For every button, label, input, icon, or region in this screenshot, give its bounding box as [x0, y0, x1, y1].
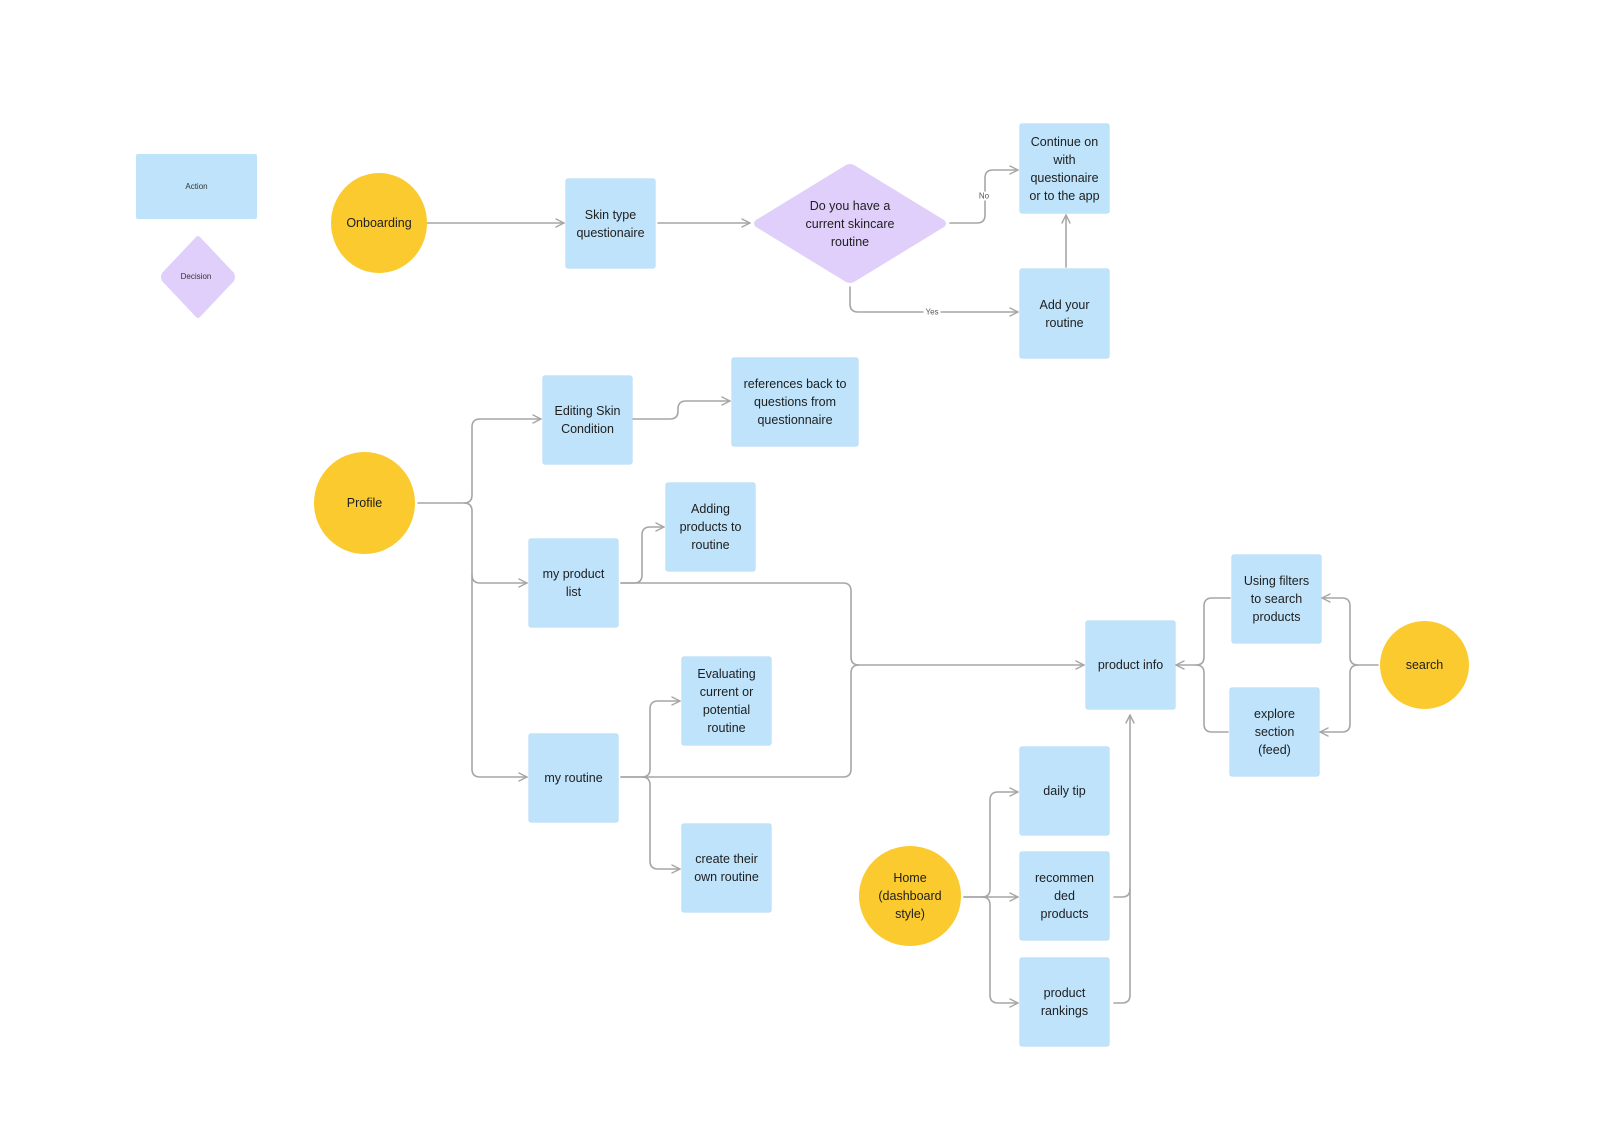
legend-decision-label: Decision [180, 272, 212, 281]
edge-label-yes: Yes [923, 307, 941, 317]
edge-rankings-info [1113, 888, 1131, 1004]
my-product-list-label: my product list [542, 567, 605, 599]
explore-label: explore section (feed) [1254, 707, 1295, 757]
recommended-label: recommen ded products [1034, 871, 1095, 921]
my-routine-label: my routine [544, 771, 603, 785]
continue-questionaire-node[interactable]: Continue on with questionaire or to the … [1020, 124, 1109, 213]
create-routine-label: create their own routine [694, 852, 759, 884]
legend-action-label: Action [185, 181, 208, 191]
home-label: Home (dashboard style) [878, 871, 942, 921]
daily-tip-label: daily tip [1043, 784, 1086, 798]
evaluating-routine-node[interactable]: Evaluating current or potential routine [682, 657, 771, 745]
edge-product-list-adding [620, 522, 665, 584]
skin-type-questionaire-node[interactable]: Skin type questionaire [566, 179, 655, 268]
search-node[interactable]: search [1380, 621, 1469, 709]
edge-explore-info [1195, 664, 1229, 733]
create-routine-node[interactable]: create their own routine [682, 824, 771, 912]
using-filters-label: Using filters to search products [1243, 574, 1310, 624]
edge-home-daily-tip [963, 787, 1019, 898]
edge-product-list-info [620, 582, 1085, 670]
edge-profile-routine [471, 574, 528, 782]
onboarding-node[interactable]: Onboarding [331, 173, 427, 273]
explore-section-node[interactable]: explore section (feed) [1230, 688, 1319, 776]
product-rankings-node[interactable]: product rankings [1020, 958, 1109, 1046]
continue-label: Continue on with questionaire or to the … [1029, 134, 1100, 203]
edge-profile-product-list [463, 502, 528, 588]
edge-recommended-info [1113, 714, 1135, 898]
evaluating-label: Evaluating current or potential routine [697, 667, 756, 735]
editing-skin-label: Editing Skin Condition [554, 404, 621, 436]
adding-products-node[interactable]: Adding products to routine [666, 483, 755, 571]
search-label: search [1405, 658, 1444, 672]
edge-routine-create [641, 776, 681, 874]
product-info-label: product info [1097, 658, 1164, 672]
product-info-node[interactable]: product info [1086, 621, 1175, 709]
decision-current-routine[interactable]: Do you have a current skincare routine [752, 163, 948, 284]
add-routine-node[interactable]: Add your routine [1020, 269, 1109, 358]
my-routine-node[interactable]: my routine [529, 734, 618, 822]
onboarding-label: Onboarding [346, 216, 412, 230]
rankings-label: product rankings [1040, 986, 1089, 1018]
edge-search-filters [1321, 593, 1379, 666]
profile-label: Profile [346, 496, 383, 510]
using-filters-node[interactable]: Using filters to search products [1232, 555, 1321, 643]
edge-profile-editing [417, 414, 542, 504]
edge-search-explore [1319, 664, 1359, 737]
references-back-label: references back to questions from questi… [743, 377, 847, 427]
decision-routine-label: Do you have a current skincare routine [805, 198, 895, 249]
home-node[interactable]: Home (dashboard style) [859, 846, 961, 946]
editing-skin-condition-node[interactable]: Editing Skin Condition [543, 376, 632, 464]
skin-type-label: Skin type questionaire [576, 207, 645, 240]
daily-tip-node[interactable]: daily tip [1020, 747, 1109, 835]
edge-label-no: No [976, 191, 992, 201]
edge-editing-references [632, 396, 731, 420]
edge-home-rankings [981, 896, 1019, 1008]
my-product-list-node[interactable]: my product list [529, 539, 618, 627]
profile-node[interactable]: Profile [314, 452, 415, 554]
edge-filters-info [1175, 597, 1231, 670]
legend-decision: Decision [156, 235, 236, 319]
adding-products-label: Adding products to routine [679, 502, 742, 552]
legend-action: Action [136, 154, 257, 219]
edge-routine-evaluating [620, 696, 681, 778]
recommended-products-node[interactable]: recommen ded products [1020, 852, 1109, 940]
add-routine-label: Add your routine [1039, 297, 1090, 330]
references-back-node[interactable]: references back to questions from questi… [732, 358, 858, 446]
